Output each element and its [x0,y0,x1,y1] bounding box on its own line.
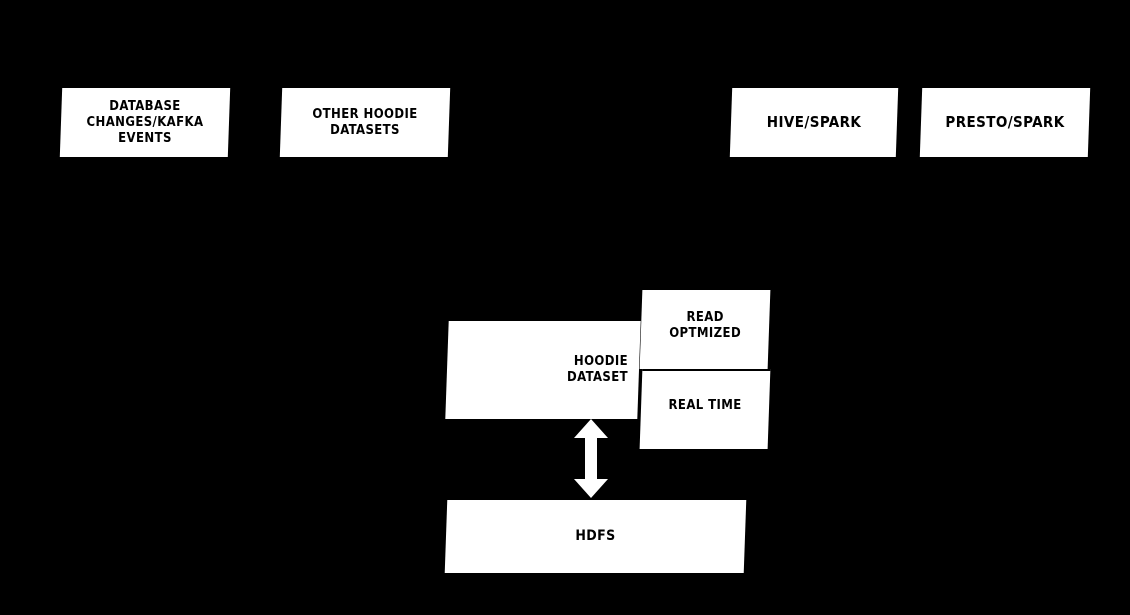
node-hdfs[interactable]: HDFS [444,500,747,573]
double-arrow-icon [574,419,608,498]
node-label: HOODIE DATASET [567,354,628,385]
node-label: READ OPTMIZED [669,310,742,341]
node-label: REAL TIME [668,398,742,413]
node-label: PRESTO/SPARK [945,113,1065,132]
node-presto-spark[interactable]: PRESTO/SPARK [919,88,1091,157]
node-label: HDFS [575,527,616,544]
node-label: DATABASE CHANGES/KAFKA EVENTS [86,98,204,146]
node-read-optimized-view[interactable]: READ OPTMIZED [639,290,771,369]
node-real-time-view[interactable]: REAL TIME [639,369,771,449]
node-hive-spark[interactable]: HIVE/SPARK [729,88,899,157]
node-hoodie-dataset[interactable]: HOODIE DATASET [445,321,641,419]
node-database-changes-kafka-events[interactable]: DATABASE CHANGES/KAFKA EVENTS [59,88,231,157]
node-label: HIVE/SPARK [766,113,862,132]
node-other-hoodie-datasets[interactable]: OTHER HOODIE DATASETS [279,88,451,157]
node-label: OTHER HOODIE DATASETS [312,106,418,138]
